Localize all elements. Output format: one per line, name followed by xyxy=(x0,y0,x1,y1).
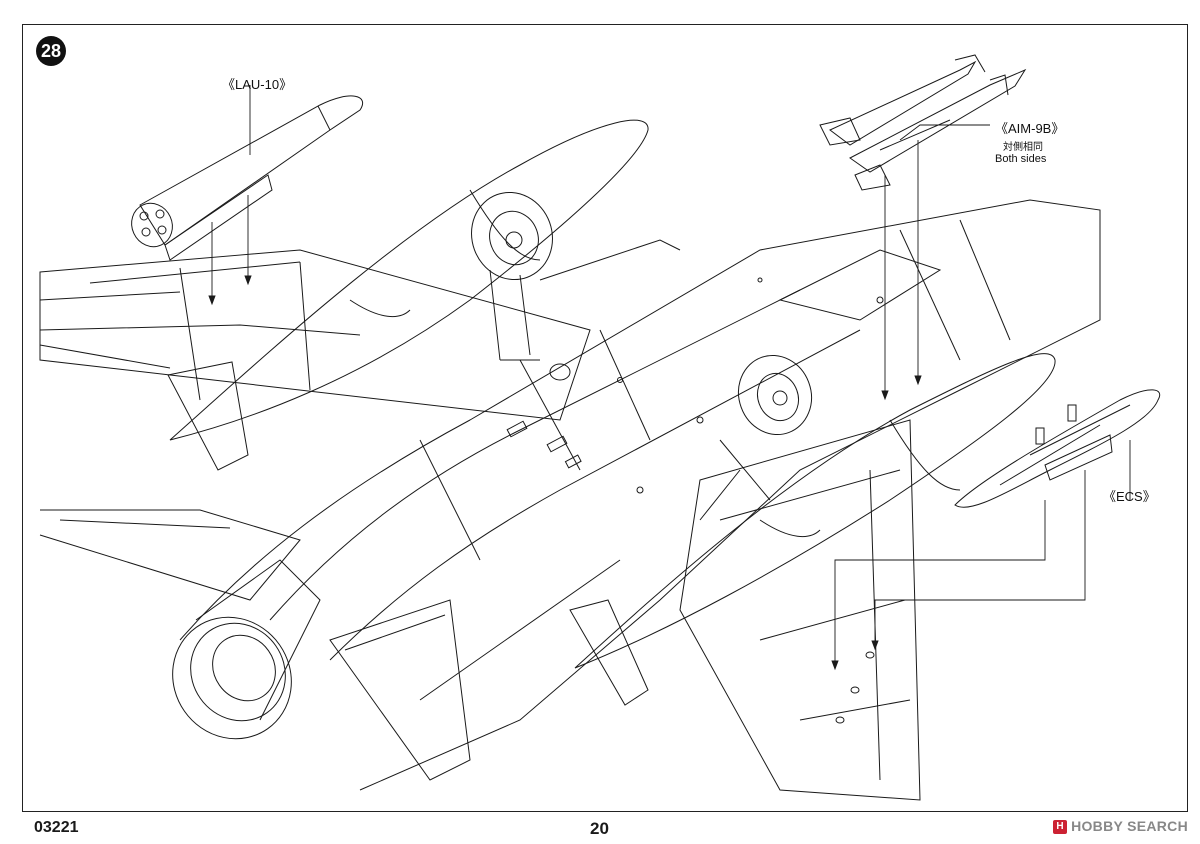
lau10-pod xyxy=(125,96,363,260)
aim9b-note-en: Both sides xyxy=(995,153,1047,165)
right-wing xyxy=(680,420,920,800)
left-stabilizer xyxy=(40,510,300,600)
ecs-pod xyxy=(955,390,1160,507)
vertical-fin xyxy=(330,600,470,780)
exhaust-nozzle xyxy=(149,560,320,762)
lau10-label: 《LAU-10》 xyxy=(222,77,293,92)
drop-tank-left xyxy=(168,120,648,470)
main-gear-right xyxy=(700,345,823,520)
drop-tank-right xyxy=(570,354,1055,705)
fuselage xyxy=(180,200,1100,790)
step-number-badge: 28 xyxy=(36,36,66,66)
aim9b-note-cn: 対側相同 xyxy=(1003,142,1043,153)
main-gear-left xyxy=(459,181,680,380)
watermark-text: HOBBY SEARCH xyxy=(1071,818,1188,834)
page-number: 20 xyxy=(590,819,609,838)
left-wing xyxy=(40,250,590,420)
ecs-label: 《ECS》 xyxy=(1103,489,1156,504)
page-border xyxy=(22,24,1188,812)
aim9b-missiles xyxy=(820,55,1025,190)
leader-lines xyxy=(209,85,1130,669)
aim9b-label: 《AIM-9B》 xyxy=(995,121,1065,136)
watermark-logo-icon: H xyxy=(1053,820,1068,835)
product-code: 03221 xyxy=(34,819,79,836)
